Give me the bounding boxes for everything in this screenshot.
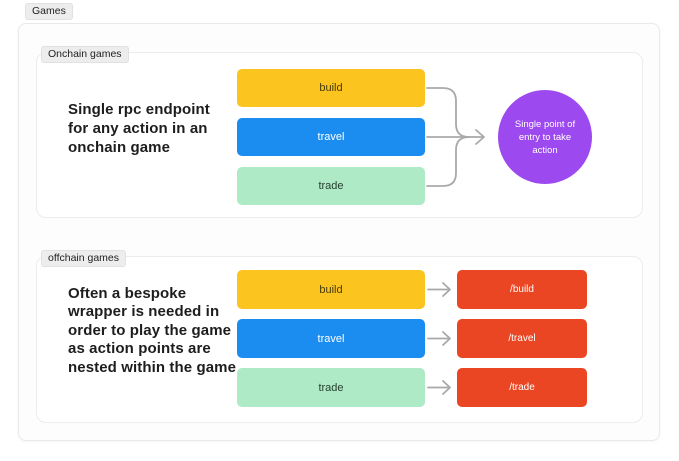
- offchain-node-travel[interactable]: travel: [237, 319, 425, 358]
- offchain-node-travel-label: travel: [317, 332, 345, 345]
- onchain-node-travel-label: travel: [317, 131, 345, 143]
- offchain-node-build-label: build: [319, 283, 343, 296]
- onchain-target-circle-label: Single point of entry to take action: [514, 118, 576, 156]
- onchain-connector-arrows: [425, 78, 501, 196]
- onchain-node-travel[interactable]: travel: [237, 118, 425, 156]
- onchain-node-trade-label: trade: [318, 180, 344, 192]
- offchain-node-build[interactable]: build: [237, 270, 425, 309]
- onchain-node-trade[interactable]: trade: [237, 167, 425, 205]
- offchain-description: Often a bespoke wrapper is needed in ord…: [68, 285, 237, 376]
- onchain-node-build[interactable]: build: [237, 69, 425, 107]
- onchain-target-circle[interactable]: Single point of entry to take action: [498, 90, 592, 184]
- games-tab[interactable]: Games: [25, 3, 73, 20]
- offchain-endpoint-build[interactable]: /build: [457, 270, 587, 309]
- offchain-endpoint-build-label: /build: [510, 284, 534, 295]
- offchain-connector-arrows: [427, 268, 457, 408]
- offchain-node-trade-label: trade: [318, 381, 344, 394]
- offchain-node-trade[interactable]: trade: [237, 368, 425, 407]
- onchain-panel-label: Onchain games: [41, 46, 129, 63]
- offchain-endpoint-travel[interactable]: /travel: [457, 319, 587, 358]
- onchain-description: Single rpc endpoint for any action in an…: [68, 101, 210, 156]
- onchain-node-build-label: build: [319, 82, 343, 94]
- offchain-endpoint-trade-label: /trade: [509, 382, 535, 393]
- offchain-endpoint-travel-label: /travel: [508, 333, 536, 344]
- offchain-panel-label: offchain games: [41, 250, 127, 267]
- offchain-endpoint-trade[interactable]: /trade: [457, 368, 587, 407]
